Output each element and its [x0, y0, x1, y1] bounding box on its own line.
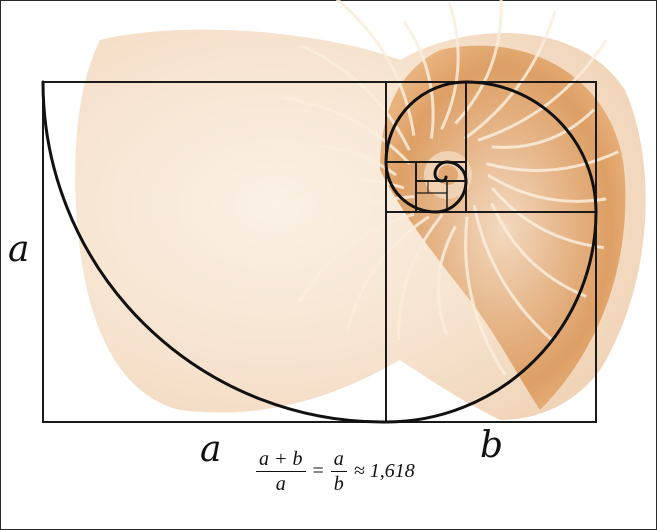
shell-chamber-line	[487, 173, 607, 203]
shell-chamber-line	[436, 225, 457, 336]
outer-rectangle	[42, 81, 597, 423]
fraction-right-denominator: b	[333, 473, 344, 495]
shell-chamber-line	[472, 204, 554, 342]
shell-chamber-line	[486, 150, 620, 172]
equals-sign: =	[312, 460, 324, 482]
golden-spiral	[41, 80, 598, 424]
fraction-left-numerator: a + b	[256, 448, 306, 472]
shell-chamber-line	[345, 215, 430, 330]
nautilus-shell-image	[75, 0, 646, 420]
shell-chamber-line	[257, 195, 415, 262]
shell-chamber-line	[491, 108, 596, 149]
shell-chamber-line	[300, 44, 411, 151]
fraction-left: a + b a	[256, 448, 306, 495]
shell-chamber-line	[477, 39, 608, 142]
side-label-a-left: a	[8, 229, 30, 270]
shell-chamber-line	[490, 187, 605, 250]
shell-chamber-line	[402, 20, 435, 139]
shell-chamber-line	[440, 2, 460, 131]
shell-chamber-line	[464, 216, 507, 376]
fraction-left-denominator: a	[275, 473, 286, 495]
approx-value: ≈ 1,618	[353, 460, 415, 482]
shell-chamber-line	[396, 213, 444, 340]
shell-chamber-line	[297, 212, 415, 304]
shell-chamber-line	[335, 0, 416, 136]
shell-chamber-line	[490, 202, 587, 298]
fraction-right-numerator: a	[330, 448, 347, 472]
golden-ratio-formula: a + b a = a b ≈ 1,618	[253, 448, 415, 495]
fraction-right: a b	[330, 448, 347, 495]
shell-chamber-line	[277, 144, 397, 177]
shell-chamber-line	[280, 95, 411, 165]
side-label-a-bottom: a	[200, 429, 222, 470]
side-label-b-bottom: b	[480, 425, 504, 466]
